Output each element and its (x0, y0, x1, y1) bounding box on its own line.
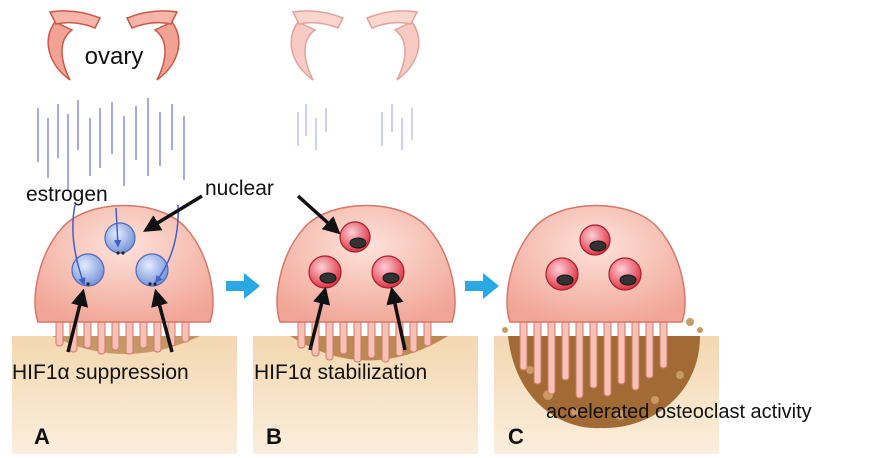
nucleus-b-right (371, 255, 405, 289)
estrogen-pointer-right (155, 204, 179, 284)
osteoclast-cell-a (34, 204, 214, 355)
panel-letter-a: A (34, 424, 50, 449)
label-nuclear: nuclear (205, 177, 274, 200)
stabilization-pointer-right (386, 286, 407, 351)
ovary-left-a (47, 10, 102, 81)
ovary-right-a (125, 10, 180, 81)
suppression-pointer-right (151, 288, 174, 353)
panel-letter-c: C (508, 424, 524, 449)
nuclear-pointer-a (143, 194, 203, 232)
ovary-left-b (290, 10, 345, 81)
bone-strip-a (12, 336, 237, 454)
estrogen-pointer-top (113, 207, 122, 248)
stabilization-pointer-left (308, 286, 331, 351)
estrogen-signal-b (297, 104, 413, 150)
label-hif-stabilization: HIF1α stabilization (254, 361, 427, 384)
nucleus-b-left (308, 255, 342, 289)
nucleus-c-right (608, 257, 642, 291)
label-ovary: ovary (85, 43, 144, 70)
panel-letter-b: B (266, 424, 282, 449)
ovary-right-b (365, 10, 420, 81)
estrogen-signal-a (37, 98, 185, 190)
nuclear-pointer-b (296, 194, 341, 235)
nucleus-a-top (104, 222, 136, 254)
transition-arrow-b-to-c (465, 273, 499, 299)
transition-arrow-a-to-b (226, 273, 260, 299)
label-hif-suppression: HIF1α suppression (12, 361, 189, 384)
suppression-pointer-left (66, 288, 89, 353)
estrogen-pointer-left (72, 204, 86, 286)
bone-debris-c (502, 318, 703, 420)
osteoclast-cell-c (506, 204, 686, 399)
nucleus-c-left (545, 257, 579, 291)
label-osteoclast-activity: accelerated osteoclast activity (546, 401, 812, 423)
label-estrogen: estrogen (26, 183, 108, 206)
